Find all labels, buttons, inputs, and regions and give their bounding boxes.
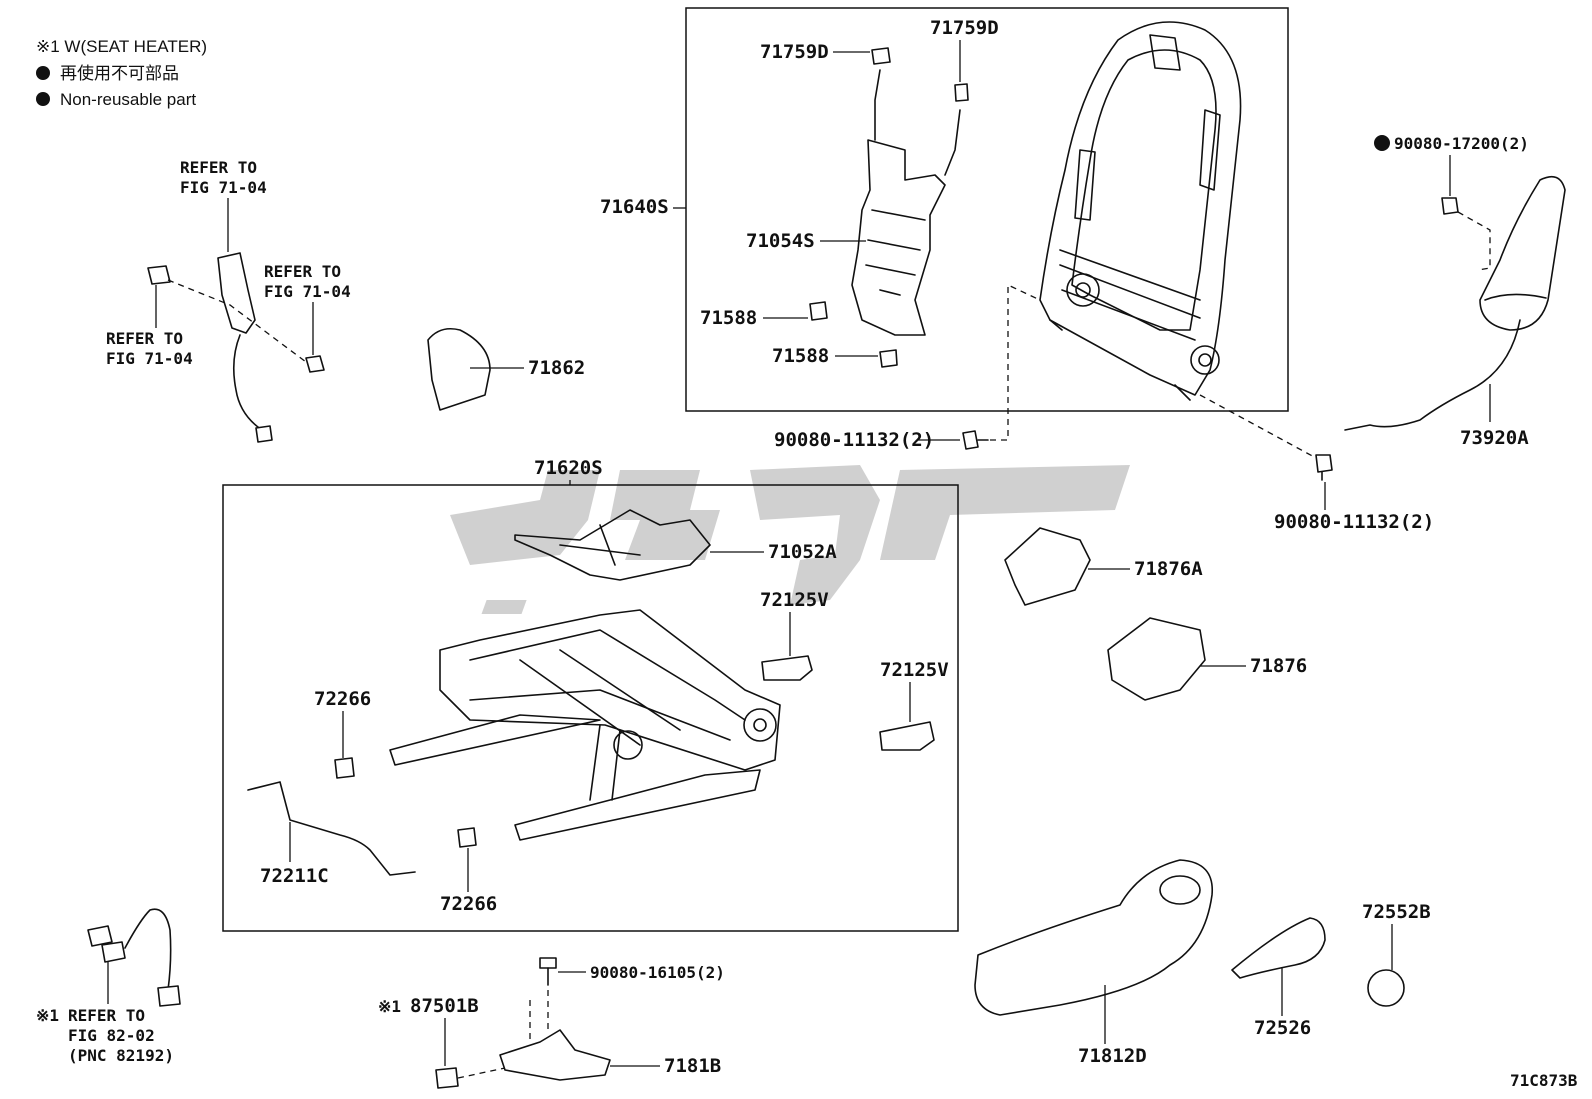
- non-reusable-bullet-icon: [36, 92, 50, 106]
- note-non-reusable-jp: 再使用不可部品: [60, 63, 179, 83]
- reference-fig-82-02[interactable]: REFER TO FIG 82-02 (PNC 82192): [68, 1006, 174, 1065]
- part-label-72526[interactable]: 72526: [1254, 1017, 1311, 1039]
- knob-icon: [1367, 969, 1405, 1007]
- part-label-72266-a[interactable]: 72266: [314, 688, 371, 710]
- part-label-87501B[interactable]: 87501B: [410, 995, 479, 1017]
- clip-icon: [334, 757, 355, 779]
- part-label-72552B[interactable]: 72552B: [1362, 901, 1431, 923]
- part-label-71862[interactable]: 71862: [528, 357, 585, 379]
- seat-cushion-shield-icon: [974, 859, 1213, 1016]
- inner-cover-icon: [1004, 527, 1091, 606]
- nut-icon: [147, 265, 171, 285]
- reference-mark-fig-82-02: ※1: [36, 1006, 59, 1025]
- part-label-71876A[interactable]: 71876A: [1134, 558, 1203, 580]
- seat-bracket-icon: [499, 1029, 611, 1081]
- part-label-71759D-b[interactable]: 71759D: [930, 17, 999, 39]
- clip-icon: [954, 83, 969, 102]
- clip-icon: [871, 47, 891, 65]
- seatback-frame-group-box: [685, 7, 1289, 412]
- reference-fig-71-04-c[interactable]: REFER TO FIG 71-04: [106, 329, 193, 368]
- part-label-90080-11132-a[interactable]: 90080-11132(2): [774, 429, 934, 451]
- reference-fig-71-04-b[interactable]: REFER TO FIG 71-04: [264, 262, 351, 301]
- svg-text:REFER TO: REFER TO: [68, 1006, 145, 1025]
- part-label-71588-a[interactable]: 71588: [700, 307, 757, 329]
- watermark-logo: [450, 465, 1130, 614]
- part-label-71588-b[interactable]: 71588: [772, 345, 829, 367]
- part-label-71054S[interactable]: 71054S: [746, 230, 815, 252]
- heater-connector-harness-drawing: [87, 908, 181, 1007]
- part-label-72211C[interactable]: 72211C: [260, 865, 329, 887]
- svg-text:FIG 71-04: FIG 71-04: [180, 178, 267, 197]
- svg-text:(PNC 82192): (PNC 82192): [68, 1046, 174, 1065]
- part-label-71876[interactable]: 71876: [1250, 655, 1307, 677]
- seat-cushion-frame-group-box: [222, 484, 959, 932]
- part-label-90080-16105[interactable]: 90080-16105(2): [590, 963, 725, 982]
- release-wire-rod-drawing: [247, 781, 416, 876]
- washer-icon: [305, 355, 325, 373]
- lever-handle-icon: [1231, 917, 1326, 979]
- part-label-72125V-a[interactable]: 72125V: [760, 589, 829, 611]
- clip-icon: [879, 349, 898, 368]
- clip-icon: [457, 827, 477, 848]
- part-label-7181B[interactable]: 7181B: [664, 1055, 721, 1077]
- connector-icon: [435, 1067, 459, 1089]
- nut-icon: [1441, 197, 1459, 215]
- bolt-icon: [1315, 454, 1333, 481]
- part-label-72125V-b[interactable]: 72125V: [880, 659, 949, 681]
- track-cover-icon: [761, 655, 813, 681]
- svg-text:FIG 71-04: FIG 71-04: [106, 349, 193, 368]
- seat-spring-wire-drawing: [514, 509, 711, 581]
- svg-text:REFER TO: REFER TO: [106, 329, 183, 348]
- seatback-frame-drawing: [1039, 21, 1242, 401]
- note-non-reusable-en: Non-reusable part: [60, 90, 196, 109]
- part-label-72266-b[interactable]: 72266: [440, 893, 497, 915]
- seatback-spring-plate-drawing: [851, 69, 961, 336]
- part-label-71052A[interactable]: 71052A: [768, 541, 837, 563]
- inner-cover-icon: [1107, 617, 1206, 701]
- figure-id: 71C873B: [1510, 1071, 1578, 1090]
- part-label-71640S[interactable]: 71640S: [600, 196, 669, 218]
- svg-text:REFER TO: REFER TO: [264, 262, 341, 281]
- bolt-icon: [962, 430, 989, 450]
- non-reusable-bullet-icon: [1374, 135, 1390, 151]
- legend-notes: ※1 W(SEAT HEATER) 再使用不可部品 Non-reusable p…: [36, 37, 207, 109]
- part-label-71620S[interactable]: 71620S: [534, 457, 603, 479]
- clip-icon: [809, 301, 828, 321]
- part-label-71812D[interactable]: 71812D: [1078, 1045, 1147, 1067]
- seat-cushion-frame-drawing: [389, 609, 781, 841]
- part-mark-87501B: ※1: [378, 997, 401, 1016]
- seat-belt-buckle-drawing: [217, 252, 273, 443]
- non-reusable-bullet-icon: [36, 66, 50, 80]
- track-cover-icon: [879, 721, 935, 751]
- svg-text:REFER TO: REFER TO: [180, 158, 257, 177]
- headrest-guide-harness-drawing: [1344, 175, 1566, 431]
- bolt-icon: [539, 957, 557, 986]
- part-label-73920A[interactable]: 73920A: [1460, 427, 1529, 449]
- part-label-90080-17200[interactable]: 90080-17200(2): [1394, 134, 1529, 153]
- reference-fig-71-04-a[interactable]: REFER TO FIG 71-04: [180, 158, 267, 197]
- hinge-cover-icon: [427, 327, 491, 411]
- part-label-71759D-a[interactable]: 71759D: [760, 41, 829, 63]
- note-seat-heater: ※1 W(SEAT HEATER): [36, 37, 207, 56]
- part-label-90080-11132-b[interactable]: 90080-11132(2): [1274, 511, 1434, 533]
- svg-text:FIG 71-04: FIG 71-04: [264, 282, 351, 301]
- svg-text:FIG 82-02: FIG 82-02: [68, 1026, 155, 1045]
